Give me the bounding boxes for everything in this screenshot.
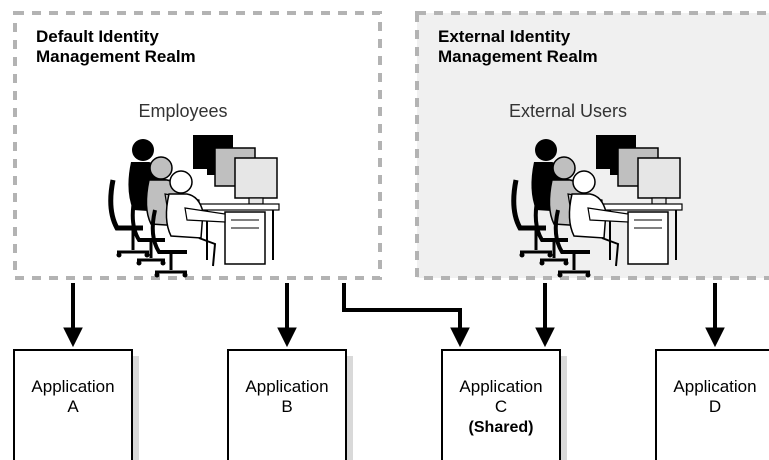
application-a: Application A	[13, 349, 139, 460]
application-a-label: Application	[31, 377, 114, 396]
default-realm-title-line1: Default Identity	[36, 27, 159, 46]
application-d: Application D	[655, 349, 769, 460]
external-realm: External Identity Management Realm Exter…	[415, 11, 769, 280]
application-c-label: Application	[459, 377, 542, 396]
application-c-letter: C	[495, 397, 507, 416]
application-c: Application C (Shared)	[441, 349, 567, 460]
external-realm-title-line1: External Identity	[438, 27, 571, 46]
external-users-label: External Users	[509, 101, 627, 121]
arrowhead-app-d	[705, 327, 725, 348]
application-b-box	[227, 349, 347, 460]
application-b: Application B	[227, 349, 353, 460]
default-realm: Default Identity Management Realm Employ…	[13, 11, 382, 280]
employees-label: Employees	[138, 101, 227, 121]
application-b-letter: B	[281, 397, 292, 416]
arrowhead-app-b	[277, 327, 297, 348]
application-d-box	[655, 349, 769, 460]
arrowhead-app-c-left	[450, 327, 470, 348]
application-b-label: Application	[245, 377, 328, 396]
default-realm-title-line2: Management Realm	[36, 47, 196, 66]
arrow-default-realm-to-app-c	[342, 283, 462, 330]
application-c-shared-note: (Shared)	[469, 419, 534, 436]
application-a-letter: A	[67, 397, 79, 416]
connector-arrows	[63, 283, 725, 348]
application-d-letter: D	[709, 397, 721, 416]
application-c-box	[441, 349, 561, 460]
arrowhead-app-c-right	[535, 327, 555, 348]
application-d-label: Application	[673, 377, 756, 396]
arrowhead-app-a	[63, 327, 83, 348]
external-realm-title-line2: Management Realm	[438, 47, 598, 66]
application-a-box	[13, 349, 133, 460]
